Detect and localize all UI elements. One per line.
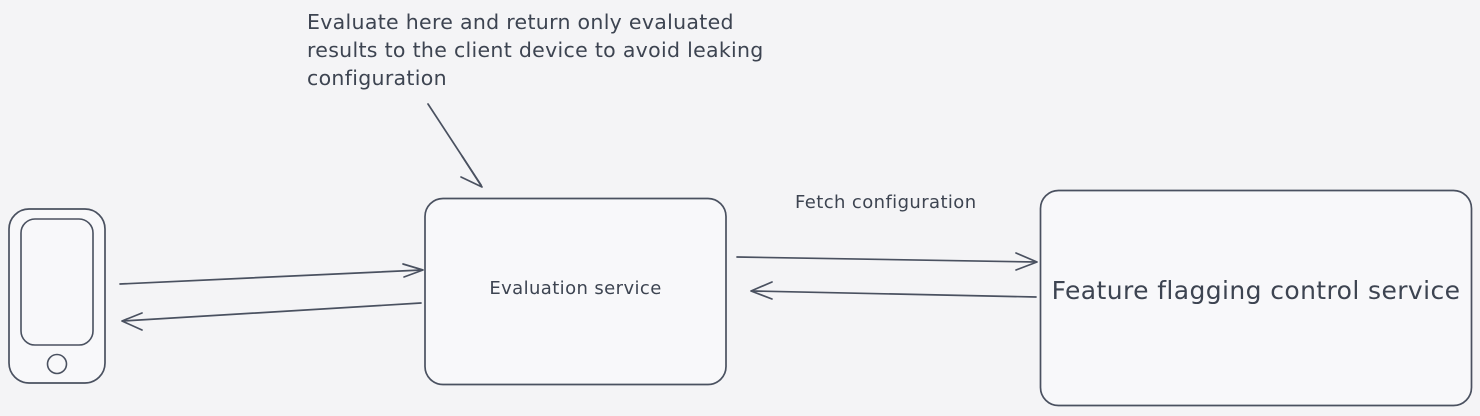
- annotation-line-3: configuration: [307, 66, 447, 90]
- arrowhead-right: [1015, 252, 1038, 271]
- arrowhead-left: [121, 312, 143, 331]
- edge-line: [751, 290, 1037, 298]
- edge-evaluation-to-client: [121, 302, 422, 331]
- mobile-phone-icon[interactable]: [8, 208, 106, 384]
- arrowhead-down: [460, 155, 483, 188]
- phone-screen: [20, 218, 94, 346]
- annotation-line-1: Evaluate here and return only evaluated: [307, 10, 734, 34]
- annotation-pointer-arrow: [427, 103, 483, 188]
- evaluation-service-node[interactable]: [424, 197, 727, 386]
- annotation-line-2: results to the client device to avoid le…: [307, 38, 764, 62]
- edge-client-to-evaluation: [119, 263, 424, 285]
- phone-home-button: [46, 353, 68, 375]
- edge-control-to-evaluation: [750, 281, 1037, 300]
- edge-line: [736, 256, 1037, 263]
- control-service-label: Feature flagging control service: [1051, 276, 1461, 305]
- edge-line: [122, 302, 422, 322]
- annotation-text: Evaluate here and return only evaluated …: [307, 8, 877, 92]
- arrowhead-left: [750, 281, 773, 300]
- control-service-node[interactable]: [1039, 189, 1473, 407]
- fetch-configuration-edge-label: Fetch configuration: [795, 192, 977, 213]
- edge-evaluation-to-control: [736, 252, 1038, 271]
- evaluation-service-label: Evaluation service: [489, 278, 662, 299]
- edge-line: [119, 269, 423, 285]
- arrowhead-right: [402, 263, 424, 278]
